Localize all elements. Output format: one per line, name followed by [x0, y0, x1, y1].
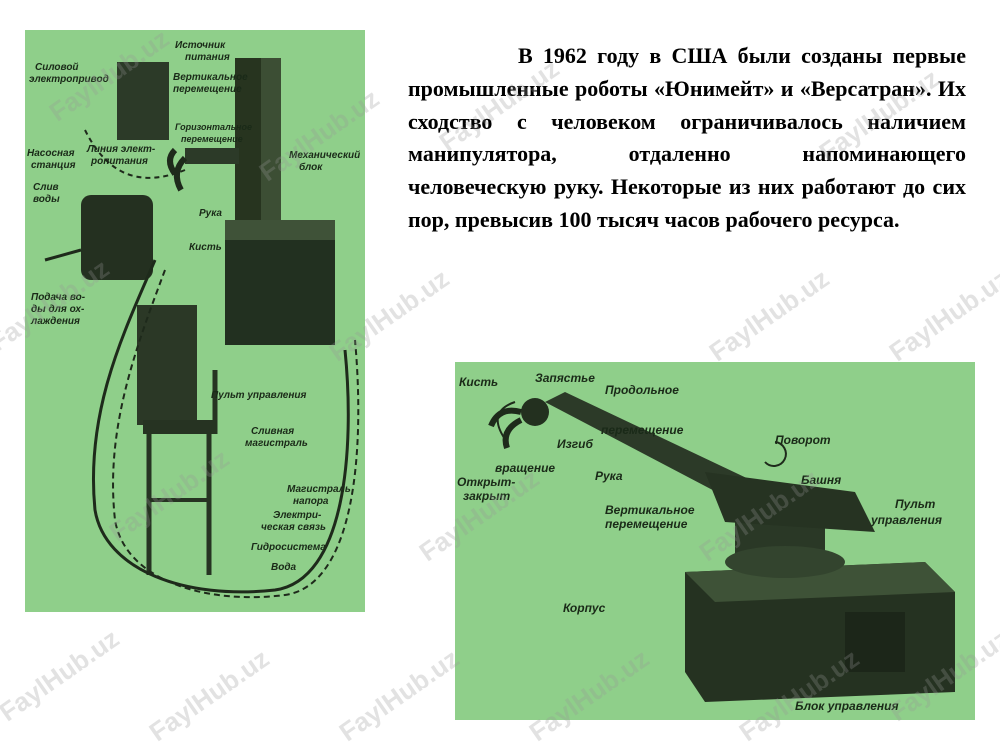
robot-arm-shape	[185, 148, 239, 164]
label-hydro: Гидросистема	[251, 542, 326, 553]
label-vertical-2: перемещение	[605, 517, 688, 531]
label-cooling-3: лаждения	[30, 316, 80, 327]
label-drain-1: Слив	[33, 182, 59, 193]
label-rotation: вращение	[495, 461, 555, 475]
label-wrist: Запястье	[535, 371, 595, 385]
pump-station-shape	[81, 195, 153, 280]
control-cabinet-shape	[137, 305, 197, 425]
label-panel: Пульт управления	[211, 390, 307, 401]
label-open-close-1: Открыт-	[457, 475, 515, 489]
label-bend: Изгиб	[557, 437, 593, 451]
label-power-motor-1: Силовой	[35, 62, 79, 73]
label-electric-1: Электри-	[273, 510, 322, 521]
label-electric-2: ческая связь	[261, 522, 326, 533]
label-horizontal-2: перемещение	[181, 134, 243, 144]
label-arm: Рука	[199, 208, 222, 219]
label-tower: Башня	[801, 473, 841, 487]
label-main-2: напора	[293, 496, 329, 507]
label-hand: Кисть	[189, 242, 222, 253]
label-hand: Кисть	[459, 375, 498, 389]
label-vertical-1: Вертикальное	[605, 503, 695, 517]
body-paragraph: В 1962 году в США были созданы первые пр…	[408, 43, 966, 232]
robot-arm-shape	[545, 392, 755, 507]
unimate-illustration: Силовой электропривод Источник питания В…	[27, 40, 360, 599]
label-vertical-1: Вертикальное	[173, 72, 248, 83]
label-cooling-2: ды для ох-	[31, 304, 85, 315]
watermark: FaylHub.uz	[883, 263, 1000, 368]
watermark: FaylHub.uz	[703, 263, 835, 368]
label-drain-main-1: Сливная	[251, 426, 294, 437]
watermark: FaylHub.uz	[0, 623, 125, 728]
label-panel-2: управления	[870, 513, 942, 527]
power-cabinet-shape	[117, 62, 169, 140]
label-vertical-2: перемещение	[173, 84, 242, 95]
label-power-motor-2: электропривод	[29, 74, 109, 85]
label-pump-1: Насосная	[27, 148, 75, 159]
label-longitudinal-1: Продольное	[605, 383, 679, 397]
watermark: FaylHub.uz	[333, 643, 465, 748]
label-control-block: Блок управления	[795, 699, 899, 713]
versatran-illustration: Кисть Запястье Продольное перемещение Из…	[457, 371, 955, 713]
label-mech-1: Механический	[289, 150, 360, 161]
label-power-source-2: питания	[185, 52, 230, 63]
label-open-close-2: закрыт	[463, 489, 510, 503]
watermark: FaylHub.uz	[143, 643, 275, 748]
label-line-2: ропитания	[90, 156, 148, 167]
figure-versatran-diagram: Кисть Запястье Продольное перемещение Из…	[455, 362, 975, 720]
label-mech-2: блок	[299, 161, 323, 173]
label-line-1: Линия элект-	[86, 144, 156, 155]
label-main-1: Магистраль	[287, 484, 351, 495]
label-drain-2: воды	[33, 194, 60, 205]
label-power-source-1: Источник	[175, 40, 226, 51]
label-drain-main-2: магистраль	[245, 438, 308, 449]
label-water: Вода	[271, 562, 297, 573]
label-body: Корпус	[563, 601, 606, 615]
label-arm: Рука	[595, 469, 623, 483]
label-turn: Поворот	[775, 433, 831, 447]
label-horizontal-1: Горизонтальное	[175, 122, 252, 132]
figure-unimate-diagram: Силовой электропривод Источник питания В…	[25, 30, 365, 612]
label-cooling-1: Подача во-	[31, 292, 86, 303]
label-longitudinal-2: перемещение	[601, 423, 684, 437]
label-panel-1: Пульт	[895, 497, 936, 511]
label-pump-2: станция	[31, 160, 76, 171]
robot-base-shape	[225, 220, 335, 345]
